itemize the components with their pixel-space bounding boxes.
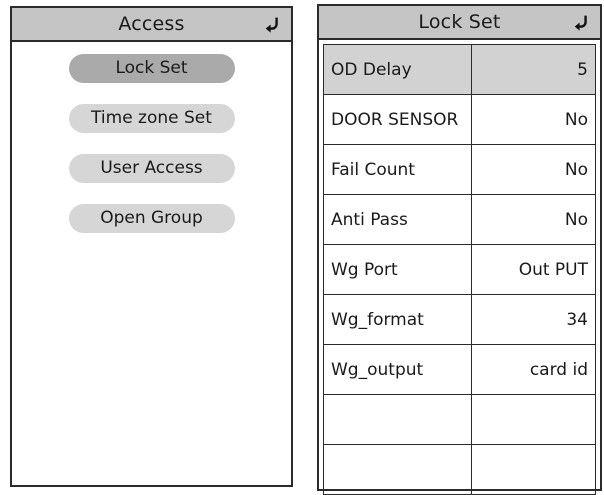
menu-button-user-access[interactable]: User Access [68, 154, 235, 183]
lockset-title: Lock Set [418, 10, 501, 33]
table-row[interactable]: OD Delay 5 [323, 44, 596, 95]
setting-label [323, 394, 472, 445]
menu-button-label: Open Group [100, 208, 203, 228]
access-title: Access [118, 12, 185, 35]
access-menu-list: Lock Set Time zone Set User Access Open … [12, 42, 291, 233]
lock-set-table: OD Delay 5 DOOR SENSOR No Fail Count No … [323, 44, 596, 495]
setting-value[interactable]: 5 [471, 44, 596, 95]
setting-value[interactable]: card id [471, 344, 596, 395]
table-row[interactable]: Fail Count No [323, 144, 596, 195]
setting-label: Wg_output [323, 344, 472, 395]
lock-set-screen: Lock Set OD Delay 5 DOOR SENSOR No Fail … [317, 4, 602, 495]
lock-set-table-container: OD Delay 5 DOOR SENSOR No Fail Count No … [319, 40, 600, 495]
setting-label: OD Delay [323, 44, 472, 95]
table-row[interactable]: Wg_output card id [323, 344, 596, 395]
table-row[interactable]: Wg_format 34 [323, 294, 596, 345]
setting-label: DOOR SENSOR [323, 94, 472, 145]
setting-value[interactable]: 34 [471, 294, 596, 345]
setting-label: Fail Count [323, 144, 472, 195]
menu-button-lock-set[interactable]: Lock Set [68, 54, 235, 83]
table-row[interactable] [323, 444, 596, 495]
setting-value[interactable] [471, 444, 596, 495]
table-row[interactable] [323, 394, 596, 445]
menu-button-label: User Access [100, 158, 203, 178]
setting-label [323, 444, 472, 495]
setting-value[interactable]: No [471, 194, 596, 245]
menu-button-time-zone-set[interactable]: Time zone Set [68, 104, 235, 133]
setting-label: Wg Port [323, 244, 472, 295]
setting-label: Wg_format [323, 294, 472, 345]
access-screen: Access Lock Set Time zone Set User Acces… [10, 6, 293, 487]
setting-value[interactable]: No [471, 94, 596, 145]
menu-button-open-group[interactable]: Open Group [68, 204, 235, 233]
access-titlebar: Access [12, 8, 291, 42]
back-arrow-icon[interactable] [570, 11, 592, 33]
setting-value[interactable]: Out PUT [471, 244, 596, 295]
table-row[interactable]: Anti Pass No [323, 194, 596, 245]
menu-button-label: Lock Set [115, 58, 188, 78]
setting-value[interactable]: No [471, 144, 596, 195]
table-row[interactable]: DOOR SENSOR No [323, 94, 596, 145]
menu-button-label: Time zone Set [91, 108, 212, 128]
setting-value[interactable] [471, 394, 596, 445]
setting-label: Anti Pass [323, 194, 472, 245]
back-arrow-icon[interactable] [261, 13, 283, 35]
table-row[interactable]: Wg Port Out PUT [323, 244, 596, 295]
lockset-titlebar: Lock Set [319, 6, 600, 40]
